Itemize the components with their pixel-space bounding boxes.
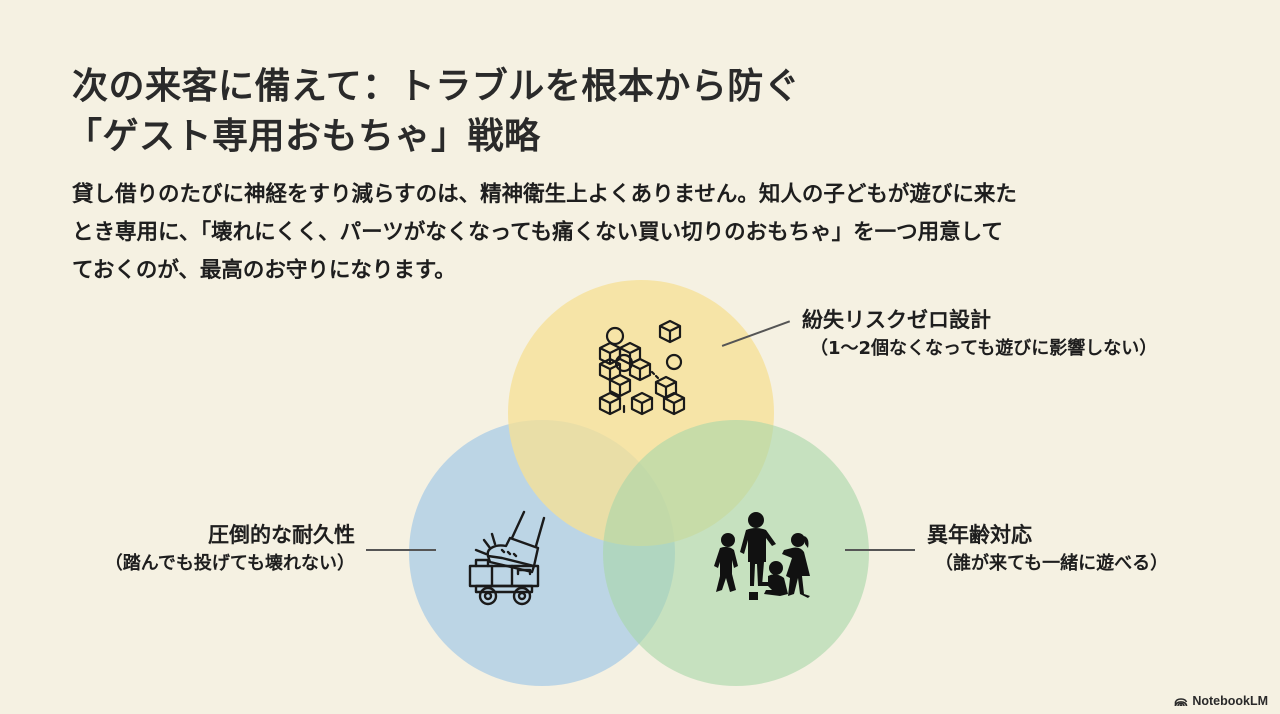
label-durability-subtext: （踏んでも投げても壊れない） (104, 553, 355, 574)
slide-body-text: 貸し借りのたびに神経をすり減らすのは、精神衛生上よくありません。知人の子どもが遊… (72, 176, 1222, 290)
body-line-3-text: おくのが、最高のお守りになります。 (92, 258, 456, 283)
notebooklm-watermark: NotebookLM (1174, 694, 1268, 708)
brand-label: NotebookLM (1192, 694, 1268, 708)
title-line-2: 「ゲスト専用おもちゃ」戦略 (66, 116, 541, 157)
notebooklm-logo-icon (1175, 697, 1188, 706)
foot-stepping-on-toy-truck-icon (462, 508, 572, 608)
venn-circle-multi-age (603, 420, 869, 686)
slide-title: 次の来客に備えて：トラブルを根本から防ぐ 「ゲスト専用おもちゃ」戦略 (66, 62, 1172, 162)
connector-line-right (845, 549, 915, 551)
label-durability-heading: 圧倒的な耐久性 (208, 523, 355, 547)
label-lost-parts-heading: 紛失リスクゼロ設計 (802, 308, 991, 332)
body-line-1: 貸し借りのたびに神経をすり減らすのは、精神衛生上よくありません。知人の子どもが遊… (72, 182, 1017, 207)
label-multi-age: 異年齢対応 （誰が来ても一緒に遊べる） (927, 520, 1168, 578)
connector-line-left (366, 549, 436, 551)
label-multi-age-heading: 異年齢対応 (927, 523, 1032, 547)
title-line-1: 次の来客に備えて：トラブルを根本から防ぐ (72, 66, 801, 107)
body-line-3-prefix: て (72, 258, 93, 283)
body-line-3: ておくのが、最高のお守りになります。 (72, 252, 1222, 290)
label-lost-parts: 紛失リスクゼロ設計 （1〜2個なくなっても遊びに影響しない） (802, 305, 1157, 363)
label-multi-age-subtext: （誰が来ても一緒に遊べる） (935, 553, 1169, 574)
label-lost-parts-subtext: （1〜2個なくなっても遊びに影響しない） (810, 338, 1158, 359)
label-durability: 圧倒的な耐久性 （踏んでも投げても壊れない） (105, 520, 355, 578)
blocks-and-balls-icon (592, 318, 692, 418)
body-line-2: とき専用に、「壊れにくく、パーツがなくなっても痛くない買い切りのおもちゃ」を一つ… (72, 220, 1003, 245)
children-playing-icon (710, 510, 820, 605)
